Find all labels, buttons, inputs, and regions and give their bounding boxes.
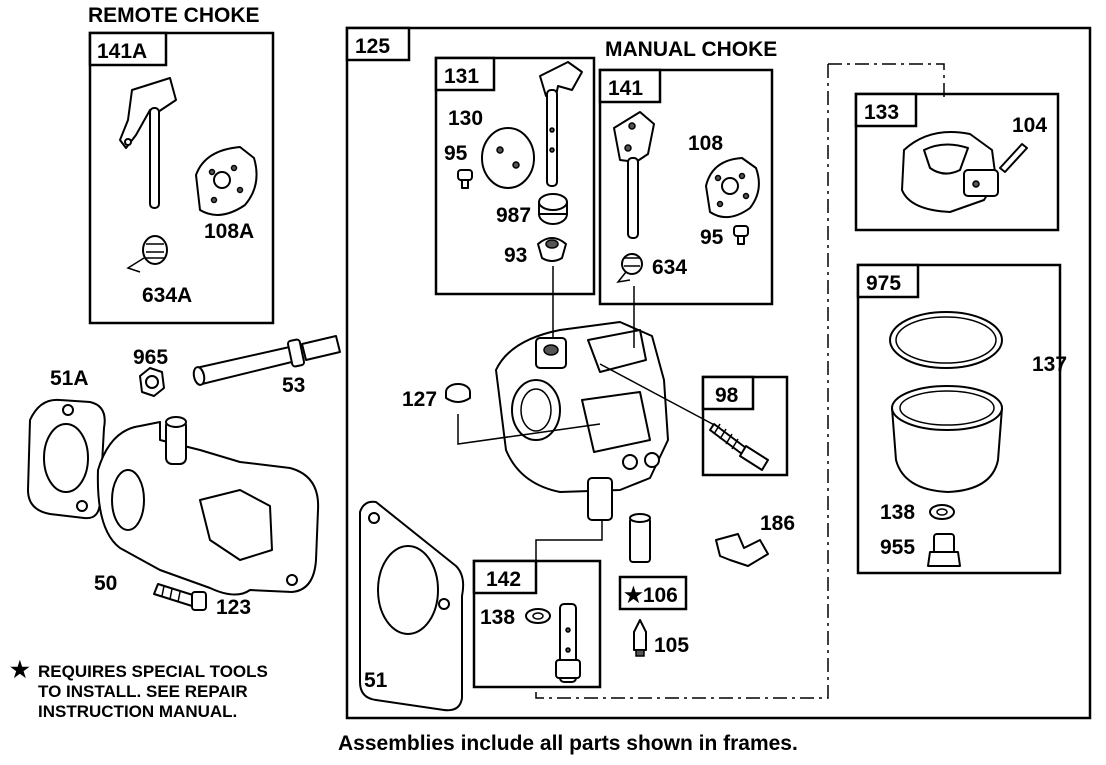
label-123: 123 <box>216 596 251 619</box>
frame-975-label: 975 <box>866 272 901 295</box>
label-93: 93 <box>504 244 527 267</box>
star-icon: ★ <box>10 657 30 682</box>
frame-141a: 141A <box>88 31 275 325</box>
bowl-screw-955 <box>927 533 961 567</box>
fuel-fitting-53 <box>192 335 341 386</box>
bushing-987 <box>538 193 568 225</box>
gasket-51a <box>27 398 106 520</box>
note-line-3: INSTRUCTION MANUAL. <box>38 702 237 721</box>
label-127: 127 <box>402 388 437 411</box>
intake-elbow-50 <box>96 416 320 596</box>
screw-123 <box>153 583 207 611</box>
leader-body-to-142 <box>535 520 603 560</box>
label-95-a: 95 <box>444 142 468 165</box>
seal-93 <box>537 237 567 262</box>
frame-125-label: 125 <box>355 35 390 58</box>
idle-screw-98 <box>709 423 769 471</box>
label-186: 186 <box>760 512 795 535</box>
nut-965 <box>139 367 165 397</box>
note-line-1: REQUIRES SPECIAL TOOLS <box>38 662 268 681</box>
label-95-b: 95 <box>700 226 724 249</box>
spring-634 <box>616 253 643 284</box>
washer-138-b <box>525 608 551 624</box>
frame-133-label: 133 <box>864 101 899 124</box>
label-108a: 108A <box>204 220 254 243</box>
choke-lever-remote <box>119 77 177 209</box>
choke-plate-130 <box>481 127 535 189</box>
label-138-a: 138 <box>880 501 915 524</box>
label-53: 53 <box>282 374 305 397</box>
choke-plate-108a <box>195 146 258 216</box>
leader-98-to-body <box>599 363 721 429</box>
choke-plate-108 <box>705 157 760 219</box>
frame-131: 131 <box>434 56 596 296</box>
frame-133: 133 <box>854 92 1060 232</box>
label-137: 137 <box>1032 353 1067 376</box>
connector-line-right <box>535 64 829 699</box>
float-bowl-975 <box>891 385 1003 493</box>
note-line-2: TO INSTALL. SEE REPAIR <box>38 682 248 701</box>
label-51: 51 <box>364 669 388 692</box>
plug-127 <box>445 383 471 403</box>
frame-106: ★106 <box>618 575 688 611</box>
carburetor-body <box>495 321 669 521</box>
needle-105 <box>633 619 647 657</box>
choke-shaft <box>539 61 583 187</box>
label-104: 104 <box>1012 114 1047 137</box>
frame-141: 141 <box>598 68 774 306</box>
footer-note: Assemblies include all parts shown in fr… <box>338 732 798 755</box>
choke-lever-141 <box>613 111 655 239</box>
elbow-186 <box>715 533 769 567</box>
label-108: 108 <box>688 132 723 155</box>
pin-104 <box>999 143 1028 173</box>
washer-138-a <box>929 504 955 520</box>
screw-95-a <box>457 169 473 189</box>
label-130: 130 <box>448 107 483 130</box>
label-634a: 634A <box>142 284 192 307</box>
float-133 <box>901 131 999 213</box>
frame-142-label: 142 <box>486 568 521 591</box>
frame-98-label: 98 <box>715 384 739 407</box>
label-105: 105 <box>654 634 689 657</box>
label-138-b: 138 <box>480 606 515 629</box>
frame-106-label: ★106 <box>624 584 678 607</box>
spring-634a <box>126 235 168 273</box>
frame-131-label: 131 <box>444 65 479 88</box>
frame-125: 125 <box>345 26 1092 720</box>
gasket-137 <box>889 311 1003 369</box>
label-634: 634 <box>652 256 687 279</box>
manual-choke-title: MANUAL CHOKE <box>605 38 777 61</box>
leader-127-to-body <box>457 414 601 445</box>
label-51a: 51A <box>50 367 89 390</box>
gasket-51 <box>359 500 465 712</box>
jet-106 <box>629 513 651 563</box>
connector-line-133 <box>828 63 945 100</box>
frame-975: 975 <box>856 263 1062 575</box>
label-987: 987 <box>496 204 531 227</box>
label-955: 955 <box>880 536 915 559</box>
emulsion-tube-142 <box>555 603 581 683</box>
screw-95-b <box>733 225 749 245</box>
label-965: 965 <box>133 346 168 369</box>
remote-choke-title: REMOTE CHOKE <box>88 4 260 27</box>
frame-142: 142 <box>472 559 602 689</box>
label-50: 50 <box>94 572 117 595</box>
frame-98: 98 <box>701 375 789 477</box>
frame-141-label: 141 <box>608 77 643 100</box>
frame-141a-label: 141A <box>97 40 147 63</box>
